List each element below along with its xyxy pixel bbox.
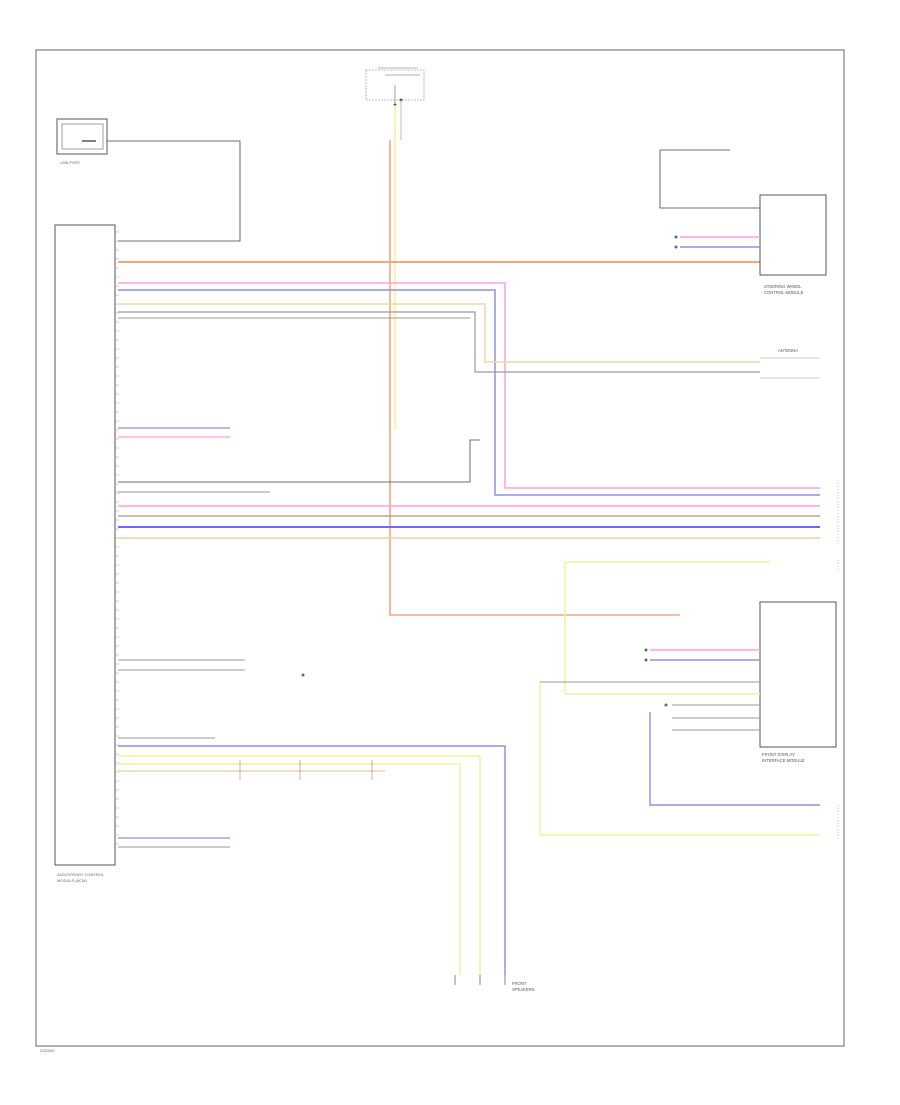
speaker-splice-marks bbox=[239, 760, 373, 780]
usb-wire bbox=[107, 140, 241, 242]
display-blue-2 bbox=[649, 712, 820, 806]
antenna-connector-label: ANTENNA bbox=[778, 348, 798, 353]
display-module: FRONT DISPLAY INTERFACE MODULE bbox=[759, 601, 837, 763]
speakers-connector: FRONT SPEAKERS bbox=[454, 975, 535, 992]
acm-label-line1: AUDIOFRONT CONTROL bbox=[57, 872, 105, 877]
steering-top-wire bbox=[659, 150, 760, 209]
display-yellow-2 bbox=[539, 682, 820, 836]
display-label-line1: FRONT DISPLAY bbox=[762, 752, 795, 757]
display-gray-2 bbox=[672, 704, 760, 731]
antenna-connector: ANTENNA bbox=[760, 348, 820, 379]
wire-tan-1 bbox=[118, 303, 760, 363]
wire-blue-1 bbox=[118, 289, 820, 496]
steering-module: STEERING WHEEL CONTROL MODULE bbox=[759, 194, 827, 295]
usb-port-label: USB PORT bbox=[60, 160, 81, 165]
steering-label-line1: STEERING WHEEL bbox=[764, 284, 802, 289]
steering-label-line2: CONTROL MODULE bbox=[764, 290, 804, 295]
usb-port: USB PORT bbox=[56, 118, 108, 165]
speakers-label-line1: FRONT bbox=[512, 981, 527, 986]
wire-black-bus bbox=[118, 439, 480, 483]
acm-label-line2: MODULE (ACM) bbox=[57, 878, 87, 883]
display-label-line2: INTERFACE MODULE bbox=[762, 758, 805, 763]
speaker-wire-blue bbox=[118, 745, 506, 975]
display-yellow-loop bbox=[564, 562, 760, 695]
speaker-wire-yellow-2 bbox=[118, 763, 461, 975]
diagram-frame bbox=[35, 49, 845, 1047]
speakers-label-line2: SPEAKERS bbox=[512, 987, 535, 992]
acm-module: AUDIOFRONT CONTROL MODULE (ACM) bbox=[54, 224, 116, 883]
orange-vertical bbox=[389, 140, 680, 616]
wire-pink-1 bbox=[118, 282, 820, 489]
speaker-wire-yellow-1 bbox=[118, 755, 481, 975]
wire-gray-1 bbox=[118, 311, 760, 373]
antenna-area bbox=[365, 67, 425, 107]
footer-code: ZO0000 bbox=[40, 1048, 55, 1053]
